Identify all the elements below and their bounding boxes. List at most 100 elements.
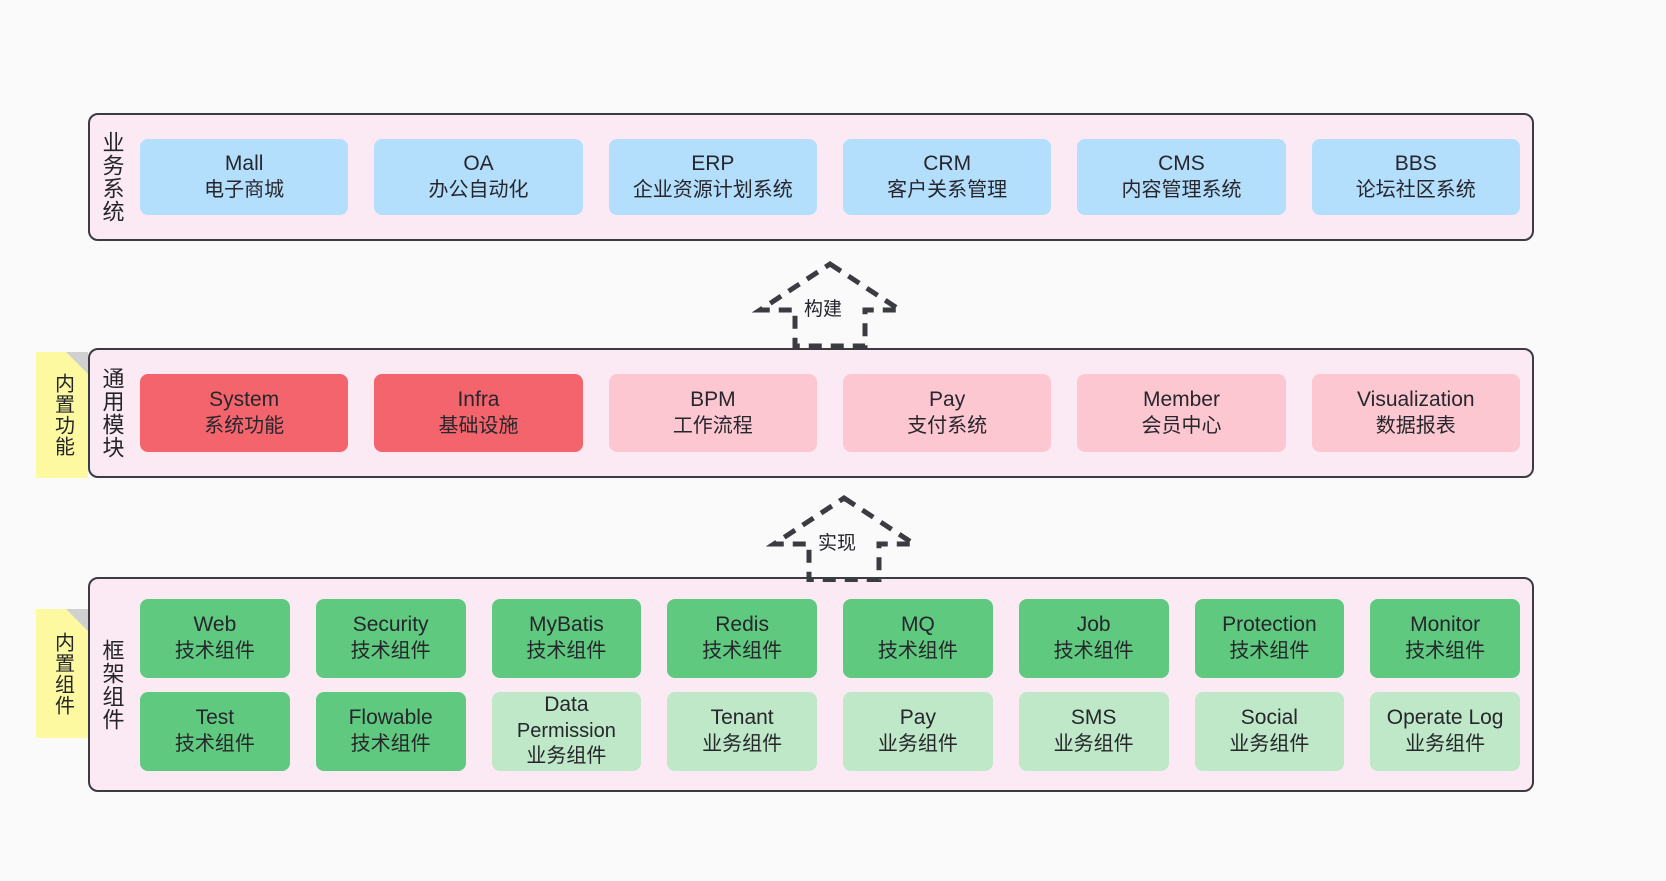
arrow-implement: 实现 — [766, 492, 922, 582]
component-name: OA — [463, 151, 494, 175]
component-desc: 技术组件 — [350, 639, 431, 662]
component-name: Tenant — [710, 705, 774, 729]
component-desc: 技术组件 — [1229, 639, 1310, 662]
component-desc: 系统功能 — [204, 414, 285, 437]
component-desc: 工作流程 — [672, 414, 753, 437]
component-desc: 技术组件 — [702, 639, 783, 662]
sticky-note-builtin-component: 内置组件 — [36, 609, 88, 738]
component-desc: 技术组件 — [1053, 639, 1134, 662]
layer-title-common: 通用模块 — [99, 367, 125, 459]
component-name: CRM — [923, 151, 972, 175]
component-desc: 技术组件 — [350, 732, 431, 755]
arrow-build-label: 构建 — [804, 299, 843, 320]
component-desc: 技术组件 — [877, 639, 958, 662]
layer-title-framework: 框架组件 — [99, 638, 125, 731]
component-desc: 数据报表 — [1375, 414, 1456, 437]
component-name: SMS — [1070, 705, 1117, 729]
component-desc: 业务组件 — [526, 745, 607, 768]
arrow-implement-outline — [766, 495, 922, 582]
component-desc: 技术组件 — [174, 639, 255, 662]
component-name: Member — [1142, 387, 1220, 411]
component-card-social[interactable]: Social 业务组件 — [1194, 691, 1345, 771]
note-fold-icon — [66, 609, 88, 631]
component-desc: 客户关系管理 — [887, 178, 1008, 201]
component-card-erp[interactable]: ERP 企业资源计划系统 — [608, 139, 817, 215]
component-desc: 业务组件 — [1229, 732, 1310, 755]
component-card-sms[interactable]: SMS 业务组件 — [1018, 691, 1169, 771]
component-card-bbs[interactable]: BBS 论坛社区系统 — [1311, 139, 1520, 215]
component-card-flowable[interactable]: Flowable 技术组件 — [315, 691, 466, 771]
component-desc: 技术组件 — [526, 639, 607, 662]
component-card-crm[interactable]: CRM 客户关系管理 — [842, 139, 1052, 215]
component-name: BPM — [690, 387, 736, 411]
component-card-infra[interactable]: Infra 基础设施 — [374, 374, 583, 452]
component-name: Pay — [899, 705, 936, 729]
layer-title-business: 业务系统 — [99, 131, 125, 223]
component-card-mq[interactable]: MQ 技术组件 — [843, 598, 993, 678]
component-card-pay[interactable]: Pay 业务组件 — [843, 691, 993, 771]
arrow-build-outline — [752, 261, 908, 348]
component-desc: 企业资源计划系统 — [632, 178, 793, 201]
component-desc: 技术组件 — [1405, 639, 1486, 662]
component-name: Job — [1076, 612, 1111, 636]
component-name: Operate Log — [1386, 705, 1504, 729]
component-card-monitor[interactable]: Monitor 技术组件 — [1370, 598, 1520, 678]
component-card-oa[interactable]: OA 办公自动化 — [374, 139, 583, 215]
component-name: MQ — [900, 612, 935, 636]
component-name: Data — [544, 692, 589, 716]
arrow-build: 构建 — [752, 258, 908, 348]
component-card-web[interactable]: Web 技术组件 — [140, 598, 290, 678]
component-desc: 办公自动化 — [428, 178, 529, 201]
component-name: Monitor — [1410, 612, 1481, 636]
component-card-bpm[interactable]: BPM 工作流程 — [608, 374, 817, 452]
component-desc: 支付系统 — [907, 414, 988, 437]
component-name: Pay — [929, 387, 966, 411]
component-name: Redis — [715, 612, 769, 636]
component-name: Protection — [1222, 612, 1317, 636]
arrow-implement-label: 实现 — [818, 533, 857, 554]
component-card-test[interactable]: Test 技术组件 — [140, 691, 290, 771]
component-card-pay[interactable]: Pay 支付系统 — [842, 374, 1052, 452]
component-card-security[interactable]: Security 技术组件 — [315, 598, 466, 678]
component-desc: 业务组件 — [1053, 732, 1134, 755]
component-name: Social — [1240, 705, 1298, 729]
component-desc: 基础设施 — [438, 414, 519, 437]
component-name: ERP — [691, 151, 735, 175]
component-name-line2: Permission — [516, 719, 616, 742]
component-name: Security — [352, 612, 429, 636]
component-name: Infra — [457, 387, 500, 411]
component-name: CMS — [1158, 151, 1205, 175]
component-card-cms[interactable]: CMS 内容管理系统 — [1077, 139, 1286, 215]
component-name: Flowable — [348, 705, 433, 729]
component-name: Test — [195, 705, 235, 729]
component-desc: 业务组件 — [877, 732, 958, 755]
component-desc: 论坛社区系统 — [1355, 178, 1476, 201]
component-card-redis[interactable]: Redis 技术组件 — [667, 598, 817, 678]
component-name: Web — [193, 612, 237, 636]
note-fold-icon — [66, 352, 88, 374]
component-name: BBS — [1394, 151, 1437, 175]
component-card-protection[interactable]: Protection 技术组件 — [1194, 598, 1345, 678]
component-desc: 内容管理系统 — [1121, 178, 1242, 201]
sticky-note-builtin-function-label: 内置功能 — [51, 373, 74, 457]
component-desc: 电子商城 — [204, 178, 285, 201]
component-card-job[interactable]: Job 技术组件 — [1018, 598, 1169, 678]
component-desc: 技术组件 — [174, 732, 255, 755]
